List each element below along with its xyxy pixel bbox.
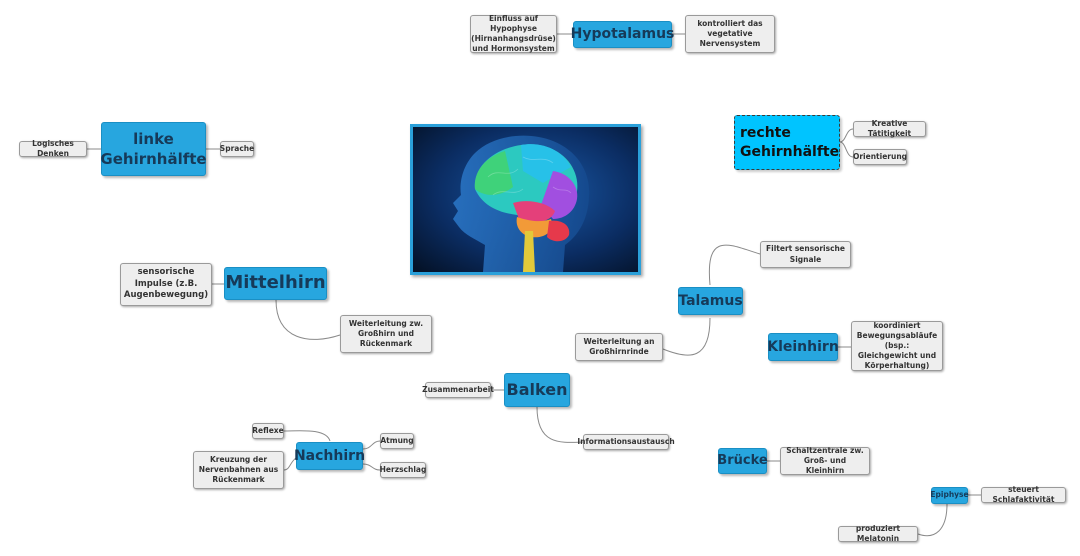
brain-image (410, 124, 641, 275)
subtopic-schlafaktivitaet[interactable]: steuert Schlafaktivität (981, 485, 1066, 504)
subtopic-vegetatives-nervensystem[interactable]: kontrolliert das vegetative Nervensystem (685, 15, 775, 53)
subtopic-kreuzung-nervenbahnen[interactable]: Kreuzung der Nervenbahnen aus Rückenmark (193, 451, 284, 489)
brain-illustration-icon (413, 127, 638, 272)
subtopic-atmung[interactable]: Atmung (380, 433, 414, 449)
subtopic-herzschlag[interactable]: Herzschlag (380, 462, 426, 478)
topic-balken[interactable]: Balken (504, 373, 570, 407)
subtopic-orientierung[interactable]: Orientierung (853, 149, 907, 165)
topic-nachhirn[interactable]: Nachhirn (294, 442, 365, 470)
subtopic-hypophyse-einfluss[interactable]: Einfluss auf Hypophyse (Hirnanhangsdrüse… (470, 13, 557, 54)
topic-linke-gehirnhaelfte[interactable]: linke Gehirnhälfte (100, 122, 207, 176)
subtopic-zusammenarbeit[interactable]: Zusammenarbeit (422, 382, 494, 398)
subtopic-kreative-taetigkeit[interactable]: Kreative Tätitigkeit (853, 119, 926, 138)
subtopic-reflexe[interactable]: Reflexe (252, 423, 284, 439)
subtopic-sensorische-impulse[interactable]: sensorische Impulse (z.B. Augenbewegung) (120, 263, 212, 306)
topic-hypotalamus[interactable]: Hypotalamus (571, 21, 674, 48)
topic-mittelhirn[interactable]: Mittelhirn (224, 267, 327, 300)
subtopic-schaltzentrale[interactable]: Schaltzentrale zw. Groß- und Kleinhirn (780, 446, 870, 475)
topic-kleinhirn[interactable]: Kleinhirn (767, 333, 839, 361)
subtopic-weiterleitung-grosshirnrinde[interactable]: Weiterleitung an Großhirnrinde (575, 333, 663, 361)
subtopic-koordiniert-bewegung[interactable]: koordiniert Bewegungsabläufe (bsp.: Glei… (851, 321, 943, 371)
topic-talamus[interactable]: Talamus (678, 287, 743, 315)
subtopic-weiterleitung-grosshirn-rueckenmark[interactable]: Weiterleitung zw. Großhirn und Rückenmar… (340, 315, 432, 353)
topic-epiphyse[interactable]: Epiphyse (930, 487, 969, 504)
topic-rechte-gehirnhaelfte[interactable]: rechte Gehirnhälfte (734, 115, 840, 170)
subtopic-sprache[interactable]: Sprache (220, 141, 254, 157)
subtopic-informationsaustausch[interactable]: Informationsaustausch (577, 434, 675, 450)
subtopic-logisches-denken[interactable]: Logisches Denken (19, 139, 87, 158)
topic-bruecke[interactable]: Brücke (717, 448, 768, 474)
subtopic-melatonin[interactable]: produziert Melatonin (838, 524, 918, 543)
subtopic-filtert-signale[interactable]: Filtert sensorische Signale (760, 241, 851, 268)
